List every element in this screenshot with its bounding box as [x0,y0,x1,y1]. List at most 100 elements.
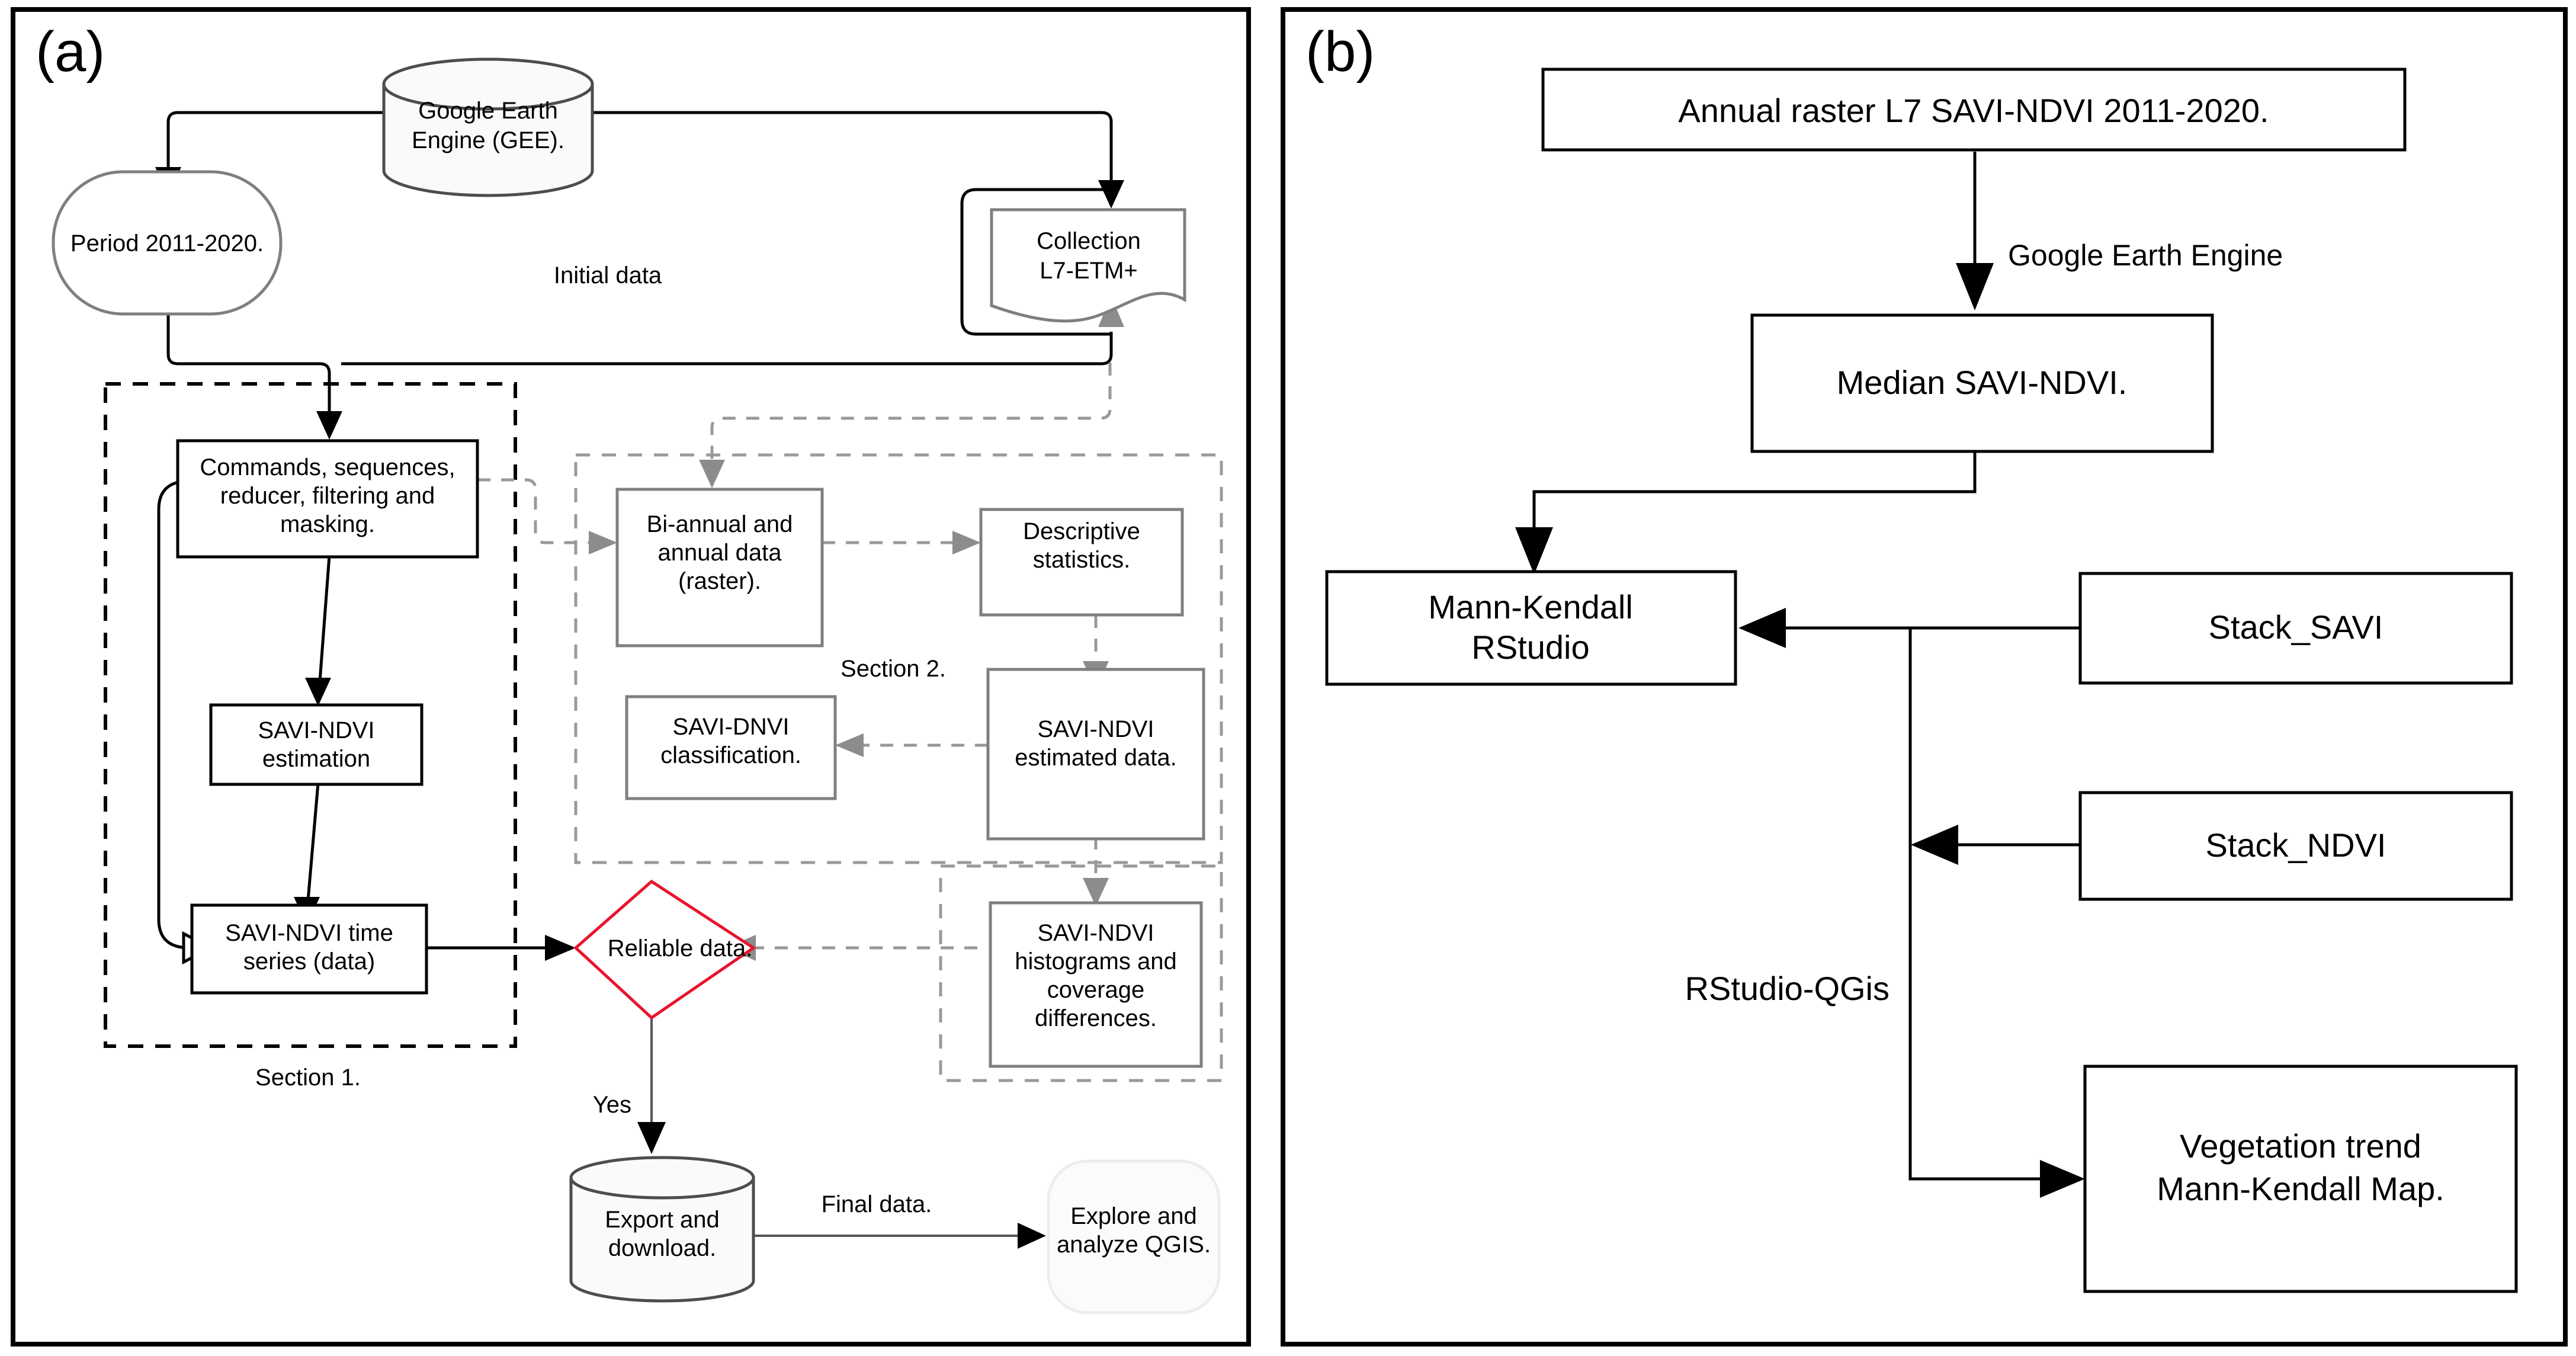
commands-label-line1: Commands, sequences, [200,454,455,480]
section-1-label: Section 1. [255,1065,361,1091]
link-gee-to-period [166,111,384,171]
link-commands-to-biannual [477,478,592,544]
estimated-label-line2: estimated data. [1015,745,1177,771]
histograms-label-line3: coverage [1047,977,1145,1003]
link-collection-to-merge [341,332,1113,366]
node-biannual-data[interactable]: Bi-annual and annual data (raster). [615,488,824,647]
descriptive-label-line1: Descriptive [1023,518,1140,544]
arrowhead-mannkendall-top [1515,527,1553,575]
decision-label: Reliable data. [608,935,753,961]
histograms-label-line2: histograms and [1015,948,1176,974]
estimation-label-line2: estimation [262,746,370,772]
biannual-label-line2: annual data [657,540,782,566]
qgis-label-line1: Explore and [1070,1203,1196,1229]
biannual-label-line1: Bi-annual and [647,511,793,537]
export-label-line2: download. [608,1235,716,1261]
section-2-label: Section 2. [841,656,946,682]
link-median-to-mannkendall [1532,451,1977,533]
link-estimation-to-timeseries [306,783,320,901]
link-vertical-trunk [1908,628,2044,1181]
node-decision-reliable-data[interactable]: Reliable data. [573,879,756,1020]
yes-label: Yes [593,1092,631,1118]
histograms-label-line1: SAVI-NDVI [1037,920,1154,946]
node-commands[interactable]: Commands, sequences, reducer, filtering … [176,439,479,559]
biannual-label-line3: (raster). [678,568,761,594]
section-3-dashed-box [939,864,1223,1082]
panel-b-tag: (b) [1305,20,1375,84]
vegetation-label-line2: Mann-Kendall Map. [2157,1170,2445,1207]
period-label: Period 2011-2020. [70,230,264,257]
vegetation-label-line1: Vegetation trend [2180,1127,2421,1165]
node-vegetation-trend[interactable]: Vegetation trend Mann-Kendall Map. [2083,1065,2518,1293]
arrowhead-classification [835,733,864,757]
arrowhead-vegetation-left [2040,1160,2085,1198]
rstudio-qgis-edge-label: RStudio-QGis [1685,970,1890,1007]
arrowhead-mannkendall-right [1738,608,1786,648]
node-period[interactable]: Period 2011-2020. [52,170,283,316]
arrowhead-descriptive [952,531,981,554]
estimation-label-line1: SAVI-NDVI [258,717,374,743]
arrowhead-into-biannual-top [699,460,725,488]
initial-data-label: Initial data [554,262,662,288]
timeseries-label-line2: series (data) [243,948,375,974]
median-label: Median SAVI-NDVI. [1837,364,2128,401]
node-savi-ndvi-histograms[interactable]: SAVI-NDVI histograms and coverage differ… [989,901,1203,1068]
node-annual-raster[interactable]: Annual raster L7 SAVI-NDVI 2011-2020. [1541,68,2407,152]
arrowhead-trunk-ndvi [1911,825,1958,865]
arrowhead-into-commands [316,411,342,440]
link-commands-to-estimation [318,555,331,682]
arrowhead-commands-estimation [305,678,331,706]
panel-b-frame [1281,7,2568,1347]
descriptive-label-line2: statistics. [1033,547,1130,573]
classification-label-line1: SAVI-DNVI [672,714,789,740]
node-savi-ndvi-estimated-data[interactable]: SAVI-NDVI estimated data. [986,668,1205,841]
collection-label-line2: L7-ETM+ [1040,258,1138,284]
arrowhead-median-top [1956,263,1994,310]
node-explore-qgis[interactable]: Explore and analyze QGIS. [1047,1159,1221,1315]
link-top-to-section2 [710,363,1112,463]
estimated-label-line1: SAVI-NDVI [1037,716,1154,742]
section-1-dashed-box [104,382,517,1048]
stack-ndvi-label: Stack_NDVI [2206,826,2386,864]
google-earth-engine-edge-label: Google Earth Engine [2008,239,2283,272]
arrowhead-gee-collection [1098,180,1124,209]
final-data-label: Final data. [822,1191,932,1217]
arrowhead-histograms-top [1083,878,1109,906]
stack-savi-label: Stack_SAVI [2209,608,2383,646]
export-label-line1: Export and [605,1207,719,1233]
link-collection-loop [960,188,1111,336]
node-stack-ndvi[interactable]: Stack_NDVI [2078,791,2513,901]
qgis-label-line2: analyze QGIS. [1057,1232,1211,1258]
node-stack-savi[interactable]: Stack_SAVI [2078,572,2513,685]
node-export-download[interactable]: Export and download. [569,1156,755,1303]
histograms-label-line4: differences. [1035,1005,1157,1031]
gee-label-line2: Engine (GEE). [412,127,564,153]
arrowhead-export-top [637,1122,666,1154]
node-descriptive-statistics[interactable]: Descriptive statistics. [979,508,1184,617]
annual-raster-label: Annual raster L7 SAVI-NDVI 2011-2020. [1678,92,2269,129]
timeseries-label-line1: SAVI-NDVI time [225,920,393,946]
link-period-to-commands [166,313,331,415]
node-collection-l7[interactable]: Collection L7-ETM+ [990,208,1186,323]
arrowhead-qgis [1018,1223,1046,1249]
node-savi-ndvi-estimation[interactable]: SAVI-NDVI estimation [209,703,424,786]
section-2-dashed-box [574,453,1223,864]
collection-label-line1: Collection [1037,228,1141,254]
node-mann-kendall-rstudio[interactable]: Mann-Kendall RStudio [1325,570,1737,686]
arrowhead-biannual-left [589,531,617,554]
panel-a-tag: (a) [36,20,105,84]
node-savi-ndvi-timeseries[interactable]: SAVI-NDVI time series (data) [190,903,428,995]
node-savi-dnvi-classification[interactable]: SAVI-DNVI classification. [625,695,837,800]
link-gee-to-collection [592,111,1113,184]
panel-a-frame [11,7,1251,1347]
commands-label-line3: masking. [280,511,375,537]
gee-label-line1: Google Earth [418,98,558,124]
mannkendall-label-line2: RStudio [1471,629,1589,666]
arrowhead-into-decision [545,935,576,961]
node-median-savi-ndvi[interactable]: Median SAVI-NDVI. [1750,313,2214,453]
classification-label-line2: classification. [660,742,801,768]
link-feedback-loop [157,479,190,950]
node-google-earth-engine[interactable]: Google Earth Engine (GEE). [382,57,594,197]
